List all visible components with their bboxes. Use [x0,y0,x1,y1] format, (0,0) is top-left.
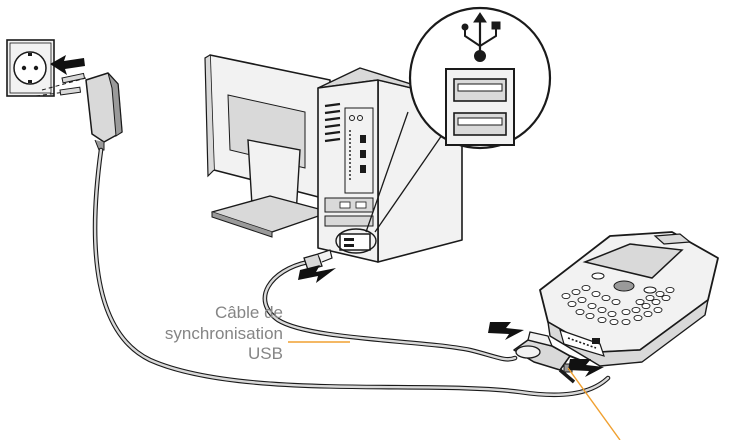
sync-connector-icon [513,331,581,384]
device-keyboard [561,284,675,326]
usb-sync-cable [262,259,518,362]
callout-line-1: Câble de [214,303,283,322]
callout-line-2: synchronisation [164,323,283,343]
usb-port-icon [339,233,371,251]
arrow-icon [488,322,524,340]
usb-symbol-icon [461,12,501,62]
arrow-icon [50,55,85,75]
usb-sync-cable-label: Câble de synchronisation USB [165,303,283,365]
power-adapter-icon [85,72,123,151]
arrow-icon [568,359,604,377]
power-cable [92,147,611,398]
usb-port-icon [445,68,515,146]
monitor-icon [204,54,331,238]
wall-outlet-icon [6,39,55,97]
callout-line-3: USB [248,344,283,363]
callout-leader-lines [288,341,621,440]
plug-pins [35,72,87,97]
usb-zoom-callout [365,6,552,233]
handheld-device-icon [539,231,719,367]
tower-vents [324,102,341,143]
arrow-icon [298,265,336,283]
